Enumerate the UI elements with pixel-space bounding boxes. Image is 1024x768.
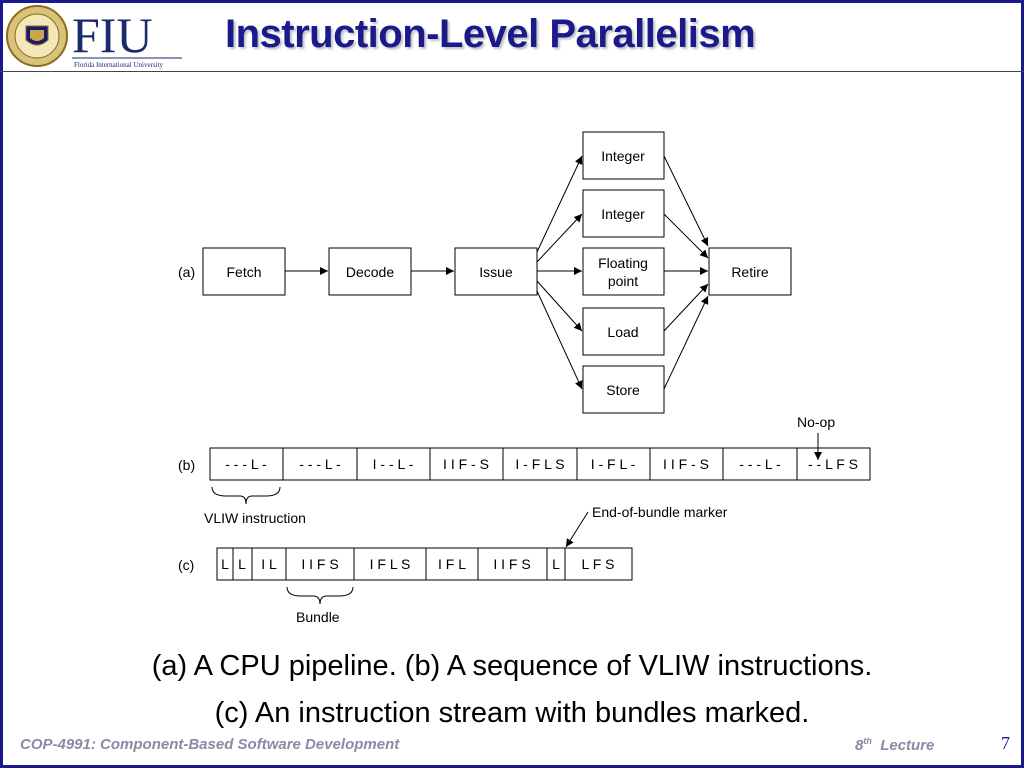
retire-box: Retire (708, 247, 792, 296)
vliw-cell: I - F L - (591, 456, 636, 472)
lecture-word: Lecture (880, 737, 935, 754)
unit-integer-1: Integer (582, 131, 665, 180)
vliw-cell: - - - L - (225, 456, 267, 472)
svg-text:point: point (608, 273, 638, 289)
retire-label: Retire (731, 264, 769, 280)
bundle-label: Bundle (296, 609, 340, 625)
svg-text:Integer: Integer (601, 148, 645, 164)
bundle-stream: L L I L I I F S I F L S I F L I I F S L … (216, 547, 633, 581)
fetch-box: Fetch (202, 247, 286, 296)
bundle-cell: I F L S (370, 556, 411, 572)
vliw-cell: I - - L - (373, 456, 414, 472)
caption-line-1: (a) A CPU pipeline. (b) A sequence of VL… (151, 650, 873, 682)
page-number: 7 (1001, 733, 1010, 753)
vliw-cell: I I F - S (443, 456, 489, 472)
vliw-cell: - - - L - (299, 456, 341, 472)
fiu-logo: FIU Florida International University (6, 5, 182, 69)
lecture-suffix: th (863, 736, 872, 746)
issue-arrows (536, 155, 583, 390)
logo-wordmark: FIU (72, 7, 153, 63)
decode-box: Decode (328, 247, 412, 296)
issue-box: Issue (454, 247, 538, 296)
vliw-cell: - - L F S (808, 456, 858, 472)
lecture-number: 8 (855, 737, 864, 754)
bundle-cell: L (238, 556, 246, 572)
label-b: (b) (178, 457, 195, 473)
unit-load: Load (582, 307, 665, 356)
vliw-cell: I I F - S (663, 456, 709, 472)
bundle-cell: I I F S (301, 556, 338, 572)
noop-label: No-op (797, 414, 835, 430)
vliw-cell: I - F L S (515, 456, 564, 472)
svg-text:Floating: Floating (598, 255, 648, 271)
footer-lecture: 8th Lecture (855, 736, 934, 754)
vliw-sequence: - - - L - - - - L - I - - L - I I F - S … (209, 447, 871, 481)
vliw-brace (211, 486, 281, 505)
unit-store: Store (582, 365, 665, 414)
fetch-label: Fetch (226, 264, 261, 280)
bundle-cell: I L (261, 556, 277, 572)
svg-text:Integer: Integer (601, 206, 645, 222)
bundle-cell: L (552, 556, 560, 572)
end-of-bundle-label: End-of-bundle marker (592, 504, 728, 520)
footer-course: COP-4991: Component-Based Software Devel… (20, 736, 400, 753)
bundle-cell: L F S (582, 556, 615, 572)
slide-header: FIU Florida International University Ins… (0, 0, 1024, 72)
logo-subtext: Florida International University (74, 61, 164, 69)
svg-text:Store: Store (606, 382, 640, 398)
issue-label: Issue (479, 264, 513, 280)
bundle-cell: L (221, 556, 229, 572)
decode-label: Decode (346, 264, 394, 280)
header-divider (0, 71, 1024, 72)
caption-line-2: (c) An instruction stream with bundles m… (214, 697, 810, 729)
unit-floating-point: Floating point (582, 247, 665, 296)
label-c: (c) (178, 557, 194, 573)
label-a: (a) (178, 264, 195, 280)
vliw-instruction-label: VLIW instruction (204, 510, 306, 526)
svg-text:Load: Load (607, 324, 638, 340)
page-title: Instruction-Level Parallelism (225, 12, 756, 56)
bundle-cell: I F L (438, 556, 466, 572)
end-of-bundle-arrow (565, 511, 589, 548)
unit-integer-2: Integer (582, 189, 665, 238)
bundle-brace (286, 586, 354, 605)
bundle-cell: I I F S (493, 556, 530, 572)
retire-arrows (663, 155, 709, 390)
vliw-cell: - - - L - (739, 456, 781, 472)
